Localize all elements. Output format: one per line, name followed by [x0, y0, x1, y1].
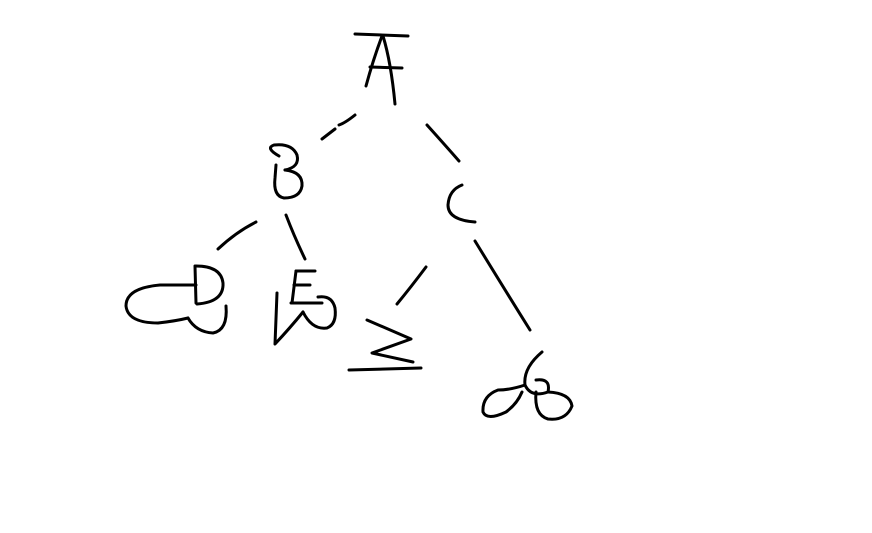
edge-a-b [320, 113, 357, 141]
node-b: B [269, 143, 304, 200]
node-d: D [124, 264, 228, 335]
node-g: G [481, 350, 574, 421]
edge-c-z [395, 265, 428, 306]
edges [216, 113, 532, 332]
node-c: C [446, 183, 477, 224]
edge-b-d [216, 220, 258, 251]
node-e: E [273, 269, 337, 346]
edge-a-c [425, 123, 461, 163]
node-z: Z [347, 318, 423, 372]
edge-c-g [473, 239, 532, 332]
edge-b-e [284, 213, 307, 261]
node-a: A [353, 32, 410, 106]
